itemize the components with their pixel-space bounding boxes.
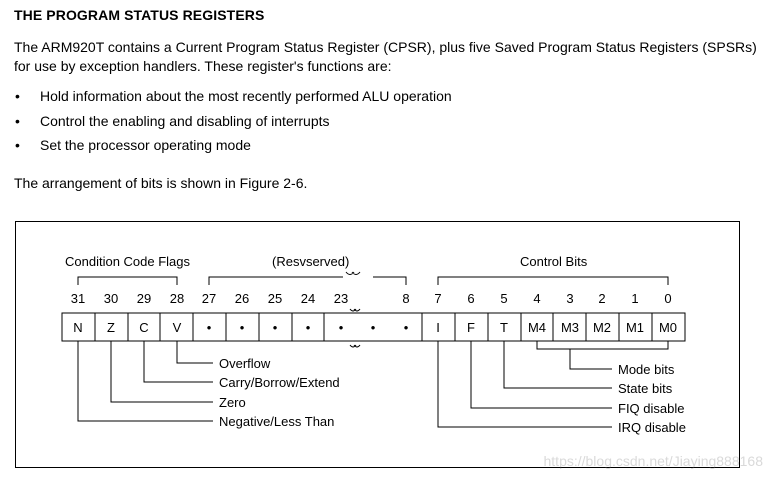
cell-c: C: [139, 320, 148, 335]
bit-number: 25: [268, 291, 282, 306]
bit-number: 0: [664, 291, 671, 306]
cell-reserved: •: [207, 320, 212, 335]
bit-number: 27: [202, 291, 216, 306]
list-item-text: Control the enabling and disabling of in…: [40, 112, 330, 129]
list-item: • Control the enabling and disabling of …: [14, 112, 452, 137]
arrangement-text: The arrangement of bits is shown in Figu…: [14, 175, 308, 191]
bit-number: 24: [301, 291, 315, 306]
register-cells: [61, 308, 686, 348]
bit-number: 28: [170, 291, 184, 306]
cell-reserved: •: [404, 320, 409, 335]
list-item-text: Set the processor operating mode: [40, 137, 251, 153]
cell-reserved: •: [240, 320, 245, 335]
bit-number: 8: [402, 291, 409, 306]
cell-m3: M3: [561, 320, 579, 335]
bit-number: 29: [137, 291, 151, 306]
list-item-text: Hold information about the most recently…: [40, 88, 452, 104]
bit-number: 7: [434, 291, 441, 306]
cell-i: I: [436, 320, 440, 335]
cell-reserved: •: [273, 320, 278, 335]
group-label-condition: Condition Code Flags: [65, 254, 191, 269]
cell-v: V: [173, 320, 182, 335]
label-zero: Zero: [219, 395, 246, 410]
cell-t: T: [500, 320, 508, 335]
cell-m4: M4: [528, 320, 546, 335]
label-state-bits: State bits: [618, 381, 673, 396]
cell-z: Z: [107, 320, 115, 335]
bit-number: 2: [598, 291, 605, 306]
bit-number-row: 31 30 29 28 27 26 25 24 23 8 7 6 5 4 3 2…: [71, 291, 672, 306]
connector-lines: [77, 341, 669, 428]
cell-m2: M2: [593, 320, 611, 335]
label-overflow: Overflow: [219, 356, 271, 371]
function-list: • Hold information about the most recent…: [14, 87, 452, 161]
watermark: https://blog.csdn.net/Jiaying888168: [543, 453, 764, 469]
bit-number: 23: [334, 291, 348, 306]
bit-number: 4: [533, 291, 540, 306]
intro-paragraph: The ARM920T contains a Current Program S…: [14, 39, 757, 74]
group-brackets: [77, 271, 669, 285]
bullet-icon: •: [15, 112, 20, 129]
cell-m1: M1: [626, 320, 644, 335]
list-item: • Hold information about the most recent…: [14, 87, 452, 112]
cell-reserved: •: [371, 320, 376, 335]
list-item: • Set the processor operating mode: [14, 136, 452, 161]
label-carry: Carry/Borrow/Extend: [219, 375, 340, 390]
bit-number: 6: [467, 291, 474, 306]
label-fiq-disable: FIQ disable: [618, 401, 684, 416]
bullet-icon: •: [15, 137, 20, 153]
cell-f: F: [467, 320, 475, 335]
label-negative: Negative/Less Than: [219, 414, 334, 429]
figure-frame: [15, 221, 740, 468]
bit-number: 3: [566, 291, 573, 306]
group-label-reserved: (Resvserved): [272, 254, 349, 269]
bullet-icon: •: [15, 88, 20, 104]
group-label-control: Control Bits: [520, 254, 588, 269]
bit-number: 1: [631, 291, 638, 306]
cell-labels: N Z C V • • • • • • • I F T M4 M3 M2 M1 …: [73, 320, 677, 335]
bit-number: 30: [104, 291, 118, 306]
label-irq-disable: IRQ disable: [618, 420, 686, 435]
bit-number: 31: [71, 291, 85, 306]
cell-reserved: •: [306, 320, 311, 335]
cell-reserved: •: [339, 320, 344, 335]
section-heading: THE PROGRAM STATUS REGISTERS: [14, 7, 265, 23]
cell-m0: M0: [659, 320, 677, 335]
label-mode-bits: Mode bits: [618, 362, 675, 377]
cell-n: N: [73, 320, 82, 335]
bit-number: 26: [235, 291, 249, 306]
bit-number: 5: [500, 291, 507, 306]
